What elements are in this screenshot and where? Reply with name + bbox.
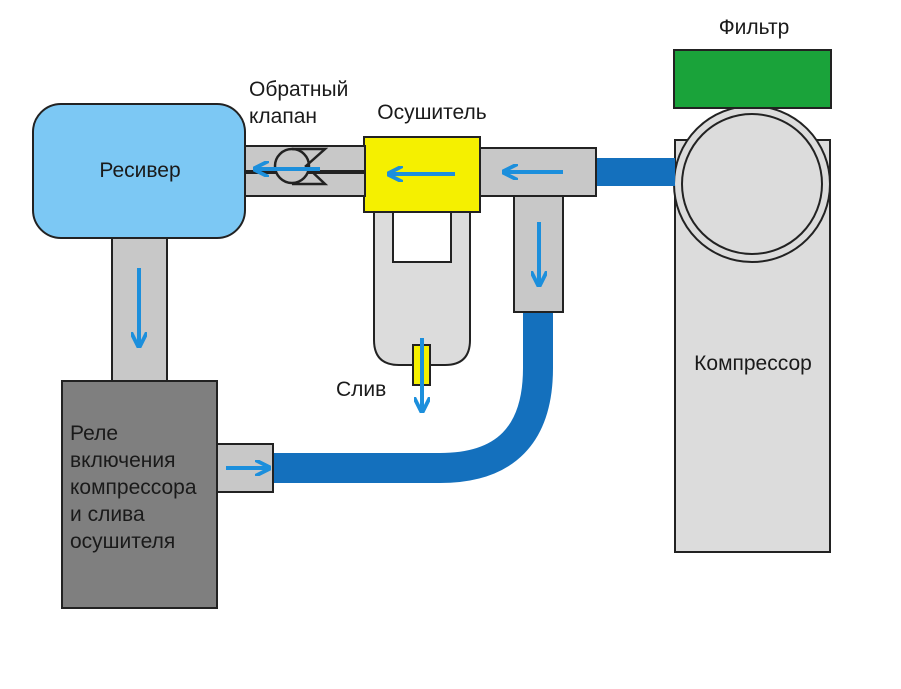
relay-label-line5: осушителя — [70, 530, 175, 553]
dryer-body — [373, 209, 471, 366]
relay — [61, 380, 218, 609]
drain-label: Слив — [336, 378, 386, 401]
receiver-label: Ресивер — [99, 159, 180, 182]
check-valve-label-line2: клапан — [249, 105, 317, 128]
compressor-label: Компрессор — [694, 352, 812, 375]
compressor-head-inner — [681, 113, 823, 255]
receiver — [32, 103, 246, 239]
check-valve-label-line1: Обратный — [249, 78, 348, 101]
compressor: Компрессор — [673, 105, 831, 553]
relay-control-hose — [272, 313, 553, 483]
dryer-label: Осушитель — [377, 101, 487, 124]
relay-label-line4: и слива — [70, 503, 145, 526]
filter-block — [673, 49, 832, 109]
filter: Фильтр — [673, 16, 832, 109]
relay-label-line1: Реле — [70, 422, 118, 445]
dryer-window — [392, 211, 452, 263]
filter-label: Фильтр — [719, 16, 790, 39]
relay-label-line2: включения — [70, 449, 175, 472]
check-valve-icon — [273, 147, 329, 186]
relay-label-line3: компрессора — [70, 476, 197, 499]
